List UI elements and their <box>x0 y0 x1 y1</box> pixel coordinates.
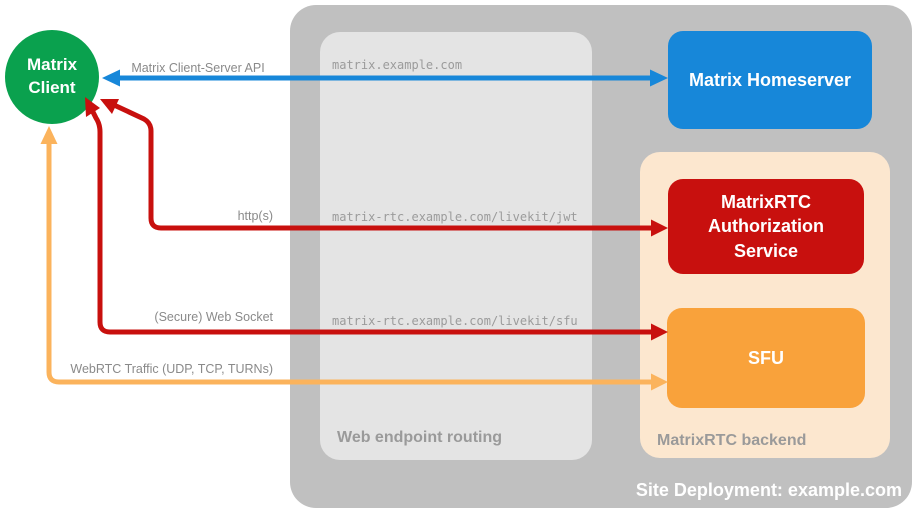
http-arrow-label: http(s) <box>237 209 273 223</box>
client-server-api-arrow-label: Matrix Client-Server API <box>131 61 265 75</box>
sfu-label: SFU <box>748 347 784 368</box>
web-endpoint-routing-label: Web endpoint routing <box>337 429 503 446</box>
matrixrtc-auth-service-node: MatrixRTC Authorization Service <box>668 179 864 274</box>
websocket-arrow-label: (Secure) Web Socket <box>154 310 273 324</box>
webrtc-arrow-label: WebRTC Traffic (UDP, TCP, TURNs) <box>70 362 273 376</box>
matrix-homeserver-label: Matrix Homeserver <box>688 69 852 90</box>
sfu-node: SFU <box>667 308 865 408</box>
matrixrtc-backend-label: MatrixRTC backend <box>657 432 807 449</box>
endpoint-matrix-domain: matrix.example.com <box>332 58 463 72</box>
matrix-client-node: Matrix Client <box>5 30 99 124</box>
endpoint-livekit-jwt: matrix-rtc.example.com/livekit/jwt <box>332 210 578 224</box>
site-deployment-label: Site Deployment: example.com <box>635 480 902 500</box>
matrix-homeserver-node: Matrix Homeserver <box>668 31 872 129</box>
matrixrtc-auth-service-label: MatrixRTC Authorization Service <box>708 192 824 261</box>
endpoint-livekit-sfu: matrix-rtc.example.com/livekit/sfu <box>332 314 578 328</box>
matrix-client-label: Matrix Client <box>26 55 78 97</box>
web-endpoint-routing-container: Web endpoint routing <box>320 32 592 460</box>
